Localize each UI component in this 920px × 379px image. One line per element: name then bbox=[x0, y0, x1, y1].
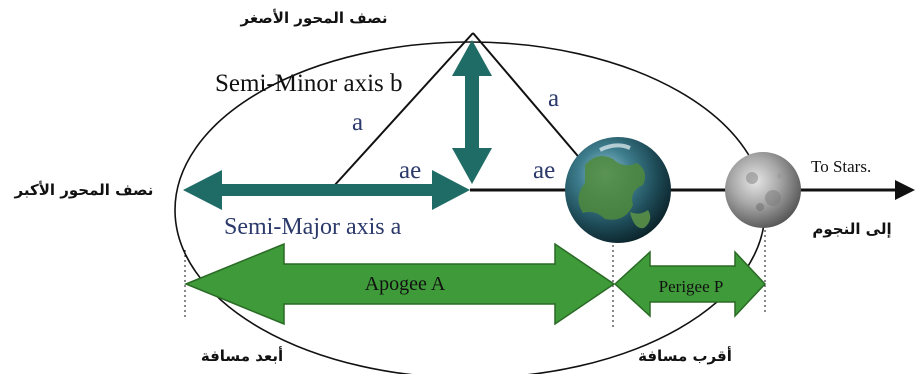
semi-minor-arabic-label: نصف المحور الأصغر bbox=[239, 9, 387, 27]
semi-minor-axis-arrow bbox=[452, 40, 492, 184]
moon-icon bbox=[725, 152, 801, 228]
to-stars-english-label: To Stars. bbox=[811, 157, 871, 176]
apogee-label: Apogee A bbox=[365, 273, 446, 295]
focus-line-left bbox=[332, 32, 474, 188]
to-stars-arabic-label: إلى النجوم bbox=[812, 220, 891, 238]
semi-minor-english-label: Semi-Minor axis b bbox=[215, 70, 403, 97]
perigee-label: Perigee P bbox=[659, 277, 724, 296]
ae-label-right: ae bbox=[533, 157, 555, 184]
nearest-distance-arabic-label: أقرب مسافة bbox=[638, 346, 732, 365]
a-label-left: a bbox=[352, 109, 363, 136]
earth-icon bbox=[565, 137, 671, 243]
a-label-right: a bbox=[548, 85, 559, 112]
ae-label-left: ae bbox=[399, 157, 421, 184]
semi-major-axis-arrow bbox=[183, 170, 470, 210]
semi-major-english-label: Semi-Major axis a bbox=[224, 214, 402, 240]
to-stars-arrowhead bbox=[895, 180, 915, 200]
perigee-arrow bbox=[613, 250, 767, 318]
semi-major-arabic-label: نصف المحور الأكبر bbox=[14, 181, 154, 199]
farthest-distance-arabic-label: أبعد مسافة bbox=[201, 346, 283, 365]
